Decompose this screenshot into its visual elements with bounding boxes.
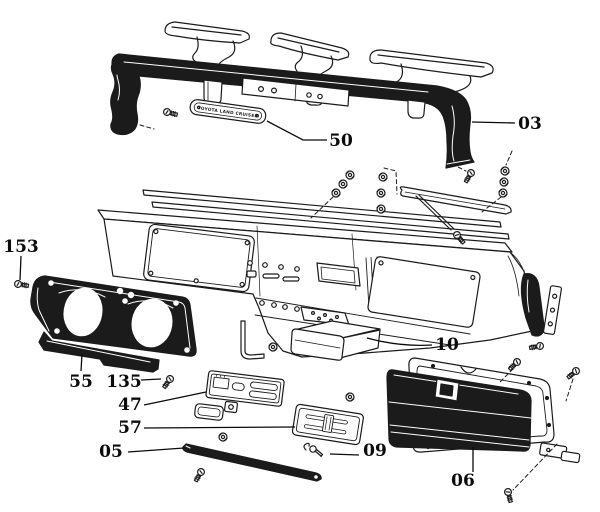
leader-55 xyxy=(80,353,83,372)
glove-box-latch xyxy=(539,442,581,464)
bezel-screw-135 xyxy=(160,373,176,391)
bezel-screw-153 xyxy=(13,279,30,290)
callout-10: 10 xyxy=(435,335,459,355)
hood-release-bracket xyxy=(240,320,265,360)
side-bracket-screw xyxy=(528,341,545,352)
side-bracket xyxy=(542,285,562,335)
leader-10 xyxy=(366,337,433,346)
leader-57 xyxy=(143,426,296,429)
wing-bolt xyxy=(303,442,324,458)
heater-slider-control xyxy=(291,403,364,446)
cluster-opening xyxy=(143,223,255,293)
pad-mount-bracket xyxy=(241,77,350,107)
pillar-garnish xyxy=(520,272,545,337)
callout-05: 05 xyxy=(99,442,123,462)
switch-bezel xyxy=(194,403,224,421)
leader-09 xyxy=(329,453,360,456)
assembly-dashes xyxy=(139,124,513,219)
gauge-hole-left xyxy=(62,286,104,338)
radio-opening xyxy=(316,262,361,287)
leader-lines xyxy=(19,120,516,472)
callout-50: 50 xyxy=(329,131,353,151)
leader-153 xyxy=(19,255,22,281)
heater-control-plate xyxy=(205,370,285,407)
leader-03 xyxy=(471,121,516,124)
door-assembly-dashes xyxy=(499,368,574,491)
strip-screw xyxy=(192,466,207,484)
trim-strip xyxy=(182,443,322,482)
hinge-screw xyxy=(565,365,582,381)
callout-labels: 153 50 03 55 135 47 57 05 10 09 06 xyxy=(3,114,542,491)
defroster-duct-left xyxy=(164,21,250,67)
glove-box-opening xyxy=(367,256,481,328)
clip xyxy=(224,400,238,414)
instrument-panel xyxy=(97,209,538,358)
callout-03: 03 xyxy=(518,114,542,134)
cluster-bezel xyxy=(30,275,197,373)
windshield-molding-lower xyxy=(151,201,510,240)
callout-55: 55 xyxy=(69,372,93,392)
callout-57: 57 xyxy=(118,418,142,438)
glove-box-door xyxy=(386,369,532,452)
support-brace xyxy=(399,186,512,231)
door-screw-top xyxy=(506,356,523,373)
nameplate-screw xyxy=(162,107,179,119)
leader-47 xyxy=(143,391,207,406)
callout-06: 06 xyxy=(451,471,475,491)
callout-47: 47 xyxy=(118,395,142,415)
callout-153: 153 xyxy=(3,237,39,257)
door-screw-bottom xyxy=(503,487,515,504)
center-stack xyxy=(246,260,312,314)
leader-50 xyxy=(266,120,327,141)
callout-135: 135 xyxy=(106,372,142,392)
leader-135 xyxy=(140,378,162,381)
callout-09: 09 xyxy=(363,441,387,461)
dash-top-pad xyxy=(110,53,475,169)
leader-05 xyxy=(127,447,185,453)
toyota-nameplate: TOYOTA LAND CRUISER xyxy=(189,99,267,124)
ashtray xyxy=(290,306,381,361)
